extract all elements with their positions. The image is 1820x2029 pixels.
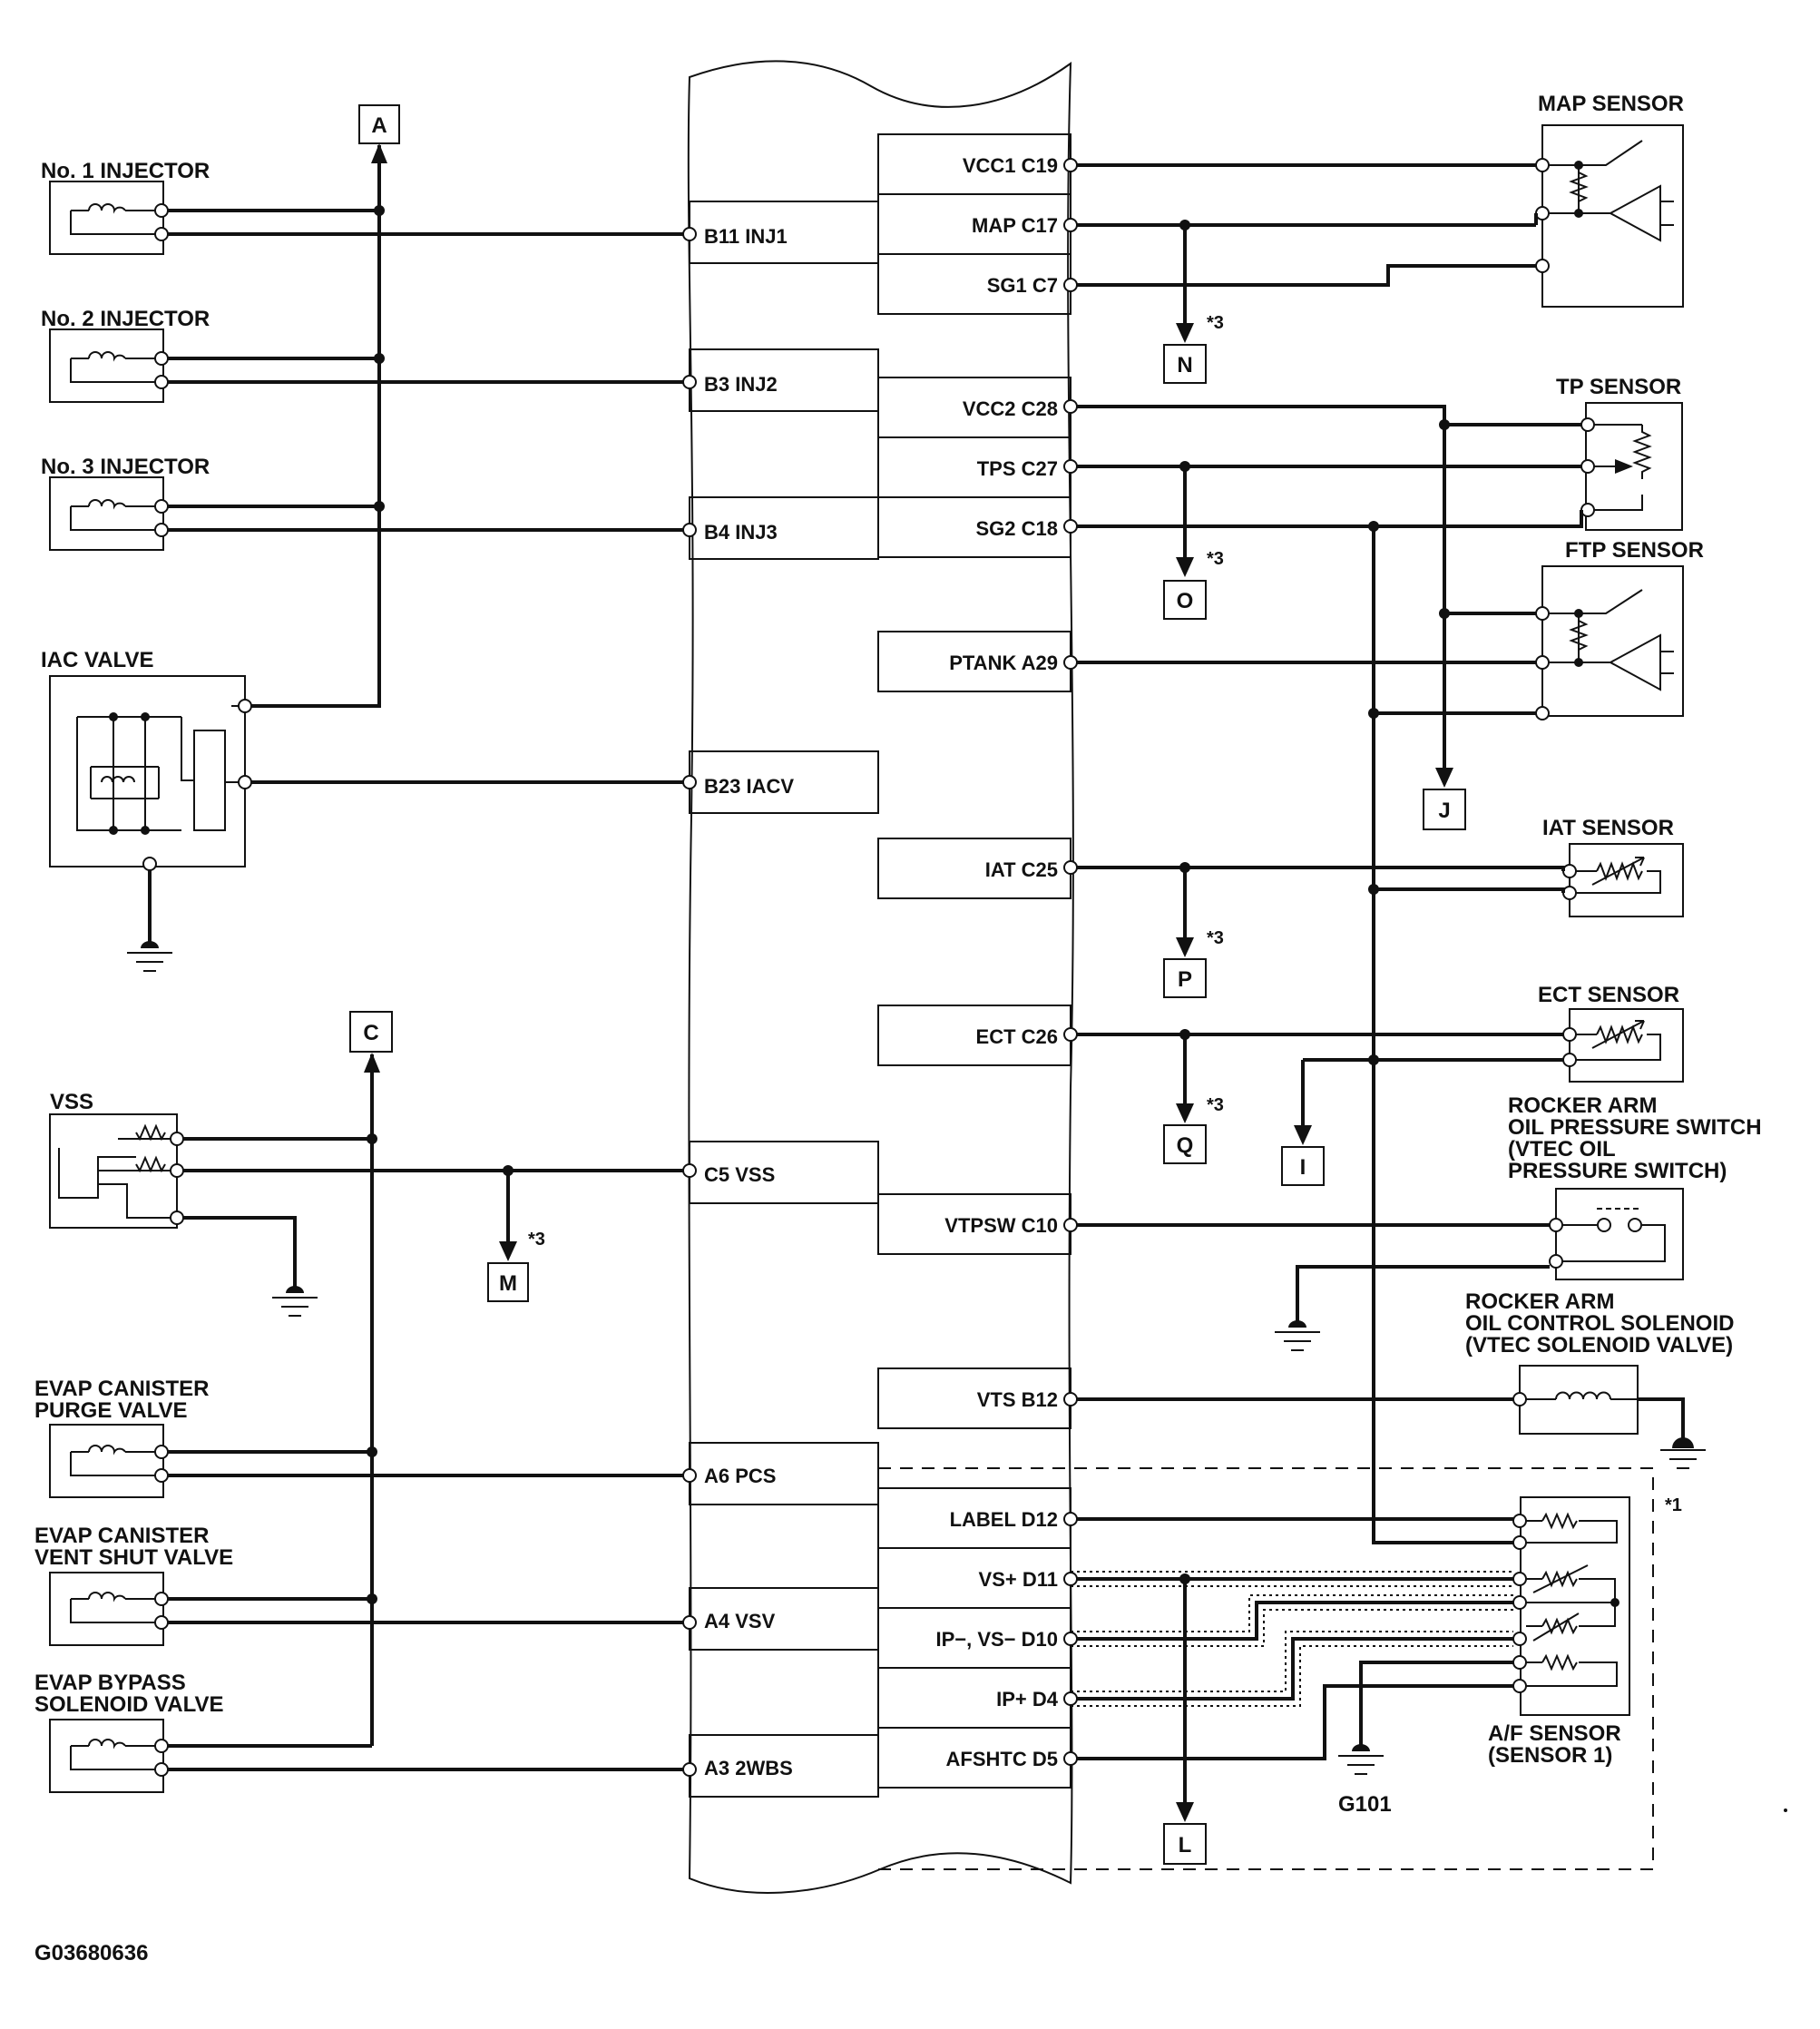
iac-valve bbox=[49, 675, 252, 871]
label-map-sensor: MAP SENSOR bbox=[1538, 92, 1684, 116]
ect-sensor bbox=[1562, 1008, 1684, 1083]
label-af-sensor-1: A/F SENSOR bbox=[1488, 1721, 1621, 1746]
connector-a: A bbox=[371, 113, 387, 138]
label-evap-purge-2: PURGE VALVE bbox=[34, 1398, 187, 1423]
label-ftp-sensor: FTP SENSOR bbox=[1565, 538, 1704, 563]
pin-vcc2-c28: VCC2 C28 bbox=[963, 397, 1058, 420]
label-injector-1: No. 1 INJECTOR bbox=[41, 159, 210, 183]
pin-vcc1-c19: VCC1 C19 bbox=[963, 154, 1058, 177]
pin-sg2-c18: SG2 C18 bbox=[976, 517, 1059, 540]
label-evap-purge-1: EVAP CANISTER bbox=[34, 1377, 209, 1401]
label-rocker-sw-1: ROCKER ARM bbox=[1508, 1093, 1657, 1118]
ground-symbol-g101 bbox=[1338, 1744, 1384, 1775]
figure-id: G03680636 bbox=[34, 1941, 148, 1965]
connector-c: C bbox=[363, 1021, 378, 1045]
ground-symbol-solenoid bbox=[1660, 1437, 1706, 1469]
pin-b11-inj1: B11 INJ1 bbox=[704, 225, 788, 248]
pin-ipplus-d4: IP+ D4 bbox=[996, 1688, 1059, 1710]
label-evap-vent-1: EVAP CANISTER bbox=[34, 1524, 209, 1548]
label-vss: VSS bbox=[50, 1090, 93, 1114]
ecm-body bbox=[687, 60, 1074, 1894]
note-star3-o: *3 bbox=[1207, 549, 1224, 569]
label-rocker-sol-3: (VTEC SOLENOID VALVE) bbox=[1465, 1333, 1733, 1358]
label-evap-bypass-1: EVAP BYPASS bbox=[34, 1671, 186, 1695]
rocker-arm-oil-control-solenoid bbox=[1512, 1365, 1639, 1435]
pin-afshtc-d5: AFSHTC D5 bbox=[946, 1748, 1058, 1770]
pin-ect-c26: ECT C26 bbox=[976, 1025, 1058, 1048]
pin-sg1-c7: SG1 C7 bbox=[987, 274, 1058, 297]
pin-vsplus-d11: VS+ D11 bbox=[979, 1568, 1058, 1591]
connector-l: L bbox=[1179, 1833, 1192, 1857]
label-g101: G101 bbox=[1338, 1792, 1392, 1817]
ground-symbol-vtpsw bbox=[1275, 1320, 1320, 1351]
map-sensor bbox=[1535, 124, 1684, 308]
pin-vts-b12: VTS B12 bbox=[977, 1388, 1058, 1411]
label-af-sensor-2: (SENSOR 1) bbox=[1488, 1743, 1612, 1768]
evap-purge-valve bbox=[49, 1424, 169, 1498]
label-evap-bypass-2: SOLENOID VALVE bbox=[34, 1692, 223, 1717]
evap-bypass-solenoid bbox=[49, 1719, 169, 1793]
iat-sensor bbox=[1562, 843, 1684, 917]
pin-ptank-a29: PTANK A29 bbox=[949, 652, 1058, 674]
pin-label-d12: LABEL D12 bbox=[950, 1508, 1058, 1531]
label-injector-3: No. 3 INJECTOR bbox=[41, 455, 210, 479]
pin-tps-c27: TPS C27 bbox=[977, 457, 1058, 480]
ground-symbol-iac bbox=[127, 941, 172, 972]
note-star3-p: *3 bbox=[1207, 928, 1224, 948]
injector-1 bbox=[49, 181, 169, 255]
connector-q: Q bbox=[1177, 1133, 1194, 1158]
connector-m: M bbox=[499, 1271, 517, 1296]
connector-p: P bbox=[1178, 967, 1192, 992]
pin-b23-iacv: B23 IACV bbox=[704, 775, 794, 798]
note-star1: *1 bbox=[1665, 1495, 1682, 1515]
pin-c5-vss: C5 VSS bbox=[704, 1163, 775, 1186]
pin-iat-c25: IAT C25 bbox=[985, 858, 1058, 881]
note-star3-n: *3 bbox=[1207, 313, 1224, 333]
ground-symbol-vss bbox=[272, 1286, 318, 1317]
label-rocker-sol-2: OIL CONTROL SOLENOID bbox=[1465, 1311, 1734, 1336]
pin-vtpsw-c10: VTPSW C10 bbox=[944, 1214, 1058, 1237]
pin-map-c17: MAP C17 bbox=[972, 214, 1058, 237]
label-iat-sensor: IAT SENSOR bbox=[1542, 816, 1674, 840]
injector-3 bbox=[49, 476, 169, 551]
pin-b3-inj2: B3 INJ2 bbox=[704, 373, 778, 396]
connector-i: I bbox=[1300, 1155, 1306, 1180]
pin-a3-2wbs: A3 2WBS bbox=[704, 1757, 793, 1779]
ftp-sensor bbox=[1535, 565, 1684, 720]
evap-vent-shut-valve bbox=[49, 1572, 169, 1646]
connector-j: J bbox=[1438, 799, 1450, 823]
label-iac-valve: IAC VALVE bbox=[41, 648, 153, 672]
label-injector-2: No. 2 INJECTOR bbox=[41, 307, 210, 331]
vss-sensor bbox=[49, 1113, 184, 1229]
rocker-arm-oil-pressure-switch bbox=[1549, 1188, 1684, 1280]
connector-n: N bbox=[1177, 353, 1192, 377]
injector-2 bbox=[49, 328, 169, 403]
tp-sensor bbox=[1580, 402, 1683, 531]
label-ect-sensor: ECT SENSOR bbox=[1538, 983, 1679, 1007]
pin-b4-inj3: B4 INJ3 bbox=[704, 521, 778, 544]
label-rocker-sw-2: OIL PRESSURE SWITCH bbox=[1508, 1115, 1762, 1140]
label-evap-vent-2: VENT SHUT VALVE bbox=[34, 1545, 233, 1570]
label-rocker-sw-4: PRESSURE SWITCH) bbox=[1508, 1159, 1727, 1183]
pin-a4-vsv: A4 VSV bbox=[704, 1610, 776, 1632]
label-rocker-sw-3: (VTEC OIL bbox=[1508, 1137, 1616, 1162]
label-tp-sensor: TP SENSOR bbox=[1556, 375, 1681, 399]
note-star3-q: *3 bbox=[1207, 1095, 1224, 1115]
pin-a6-pcs: A6 PCS bbox=[704, 1465, 776, 1487]
note-star3-m: *3 bbox=[528, 1230, 545, 1250]
af-sensor bbox=[1512, 1496, 1630, 1716]
pin-ipminus-d10: IP−, VS− D10 bbox=[935, 1628, 1058, 1651]
label-rocker-sol-1: ROCKER ARM bbox=[1465, 1289, 1614, 1314]
connector-o: O bbox=[1177, 589, 1194, 613]
